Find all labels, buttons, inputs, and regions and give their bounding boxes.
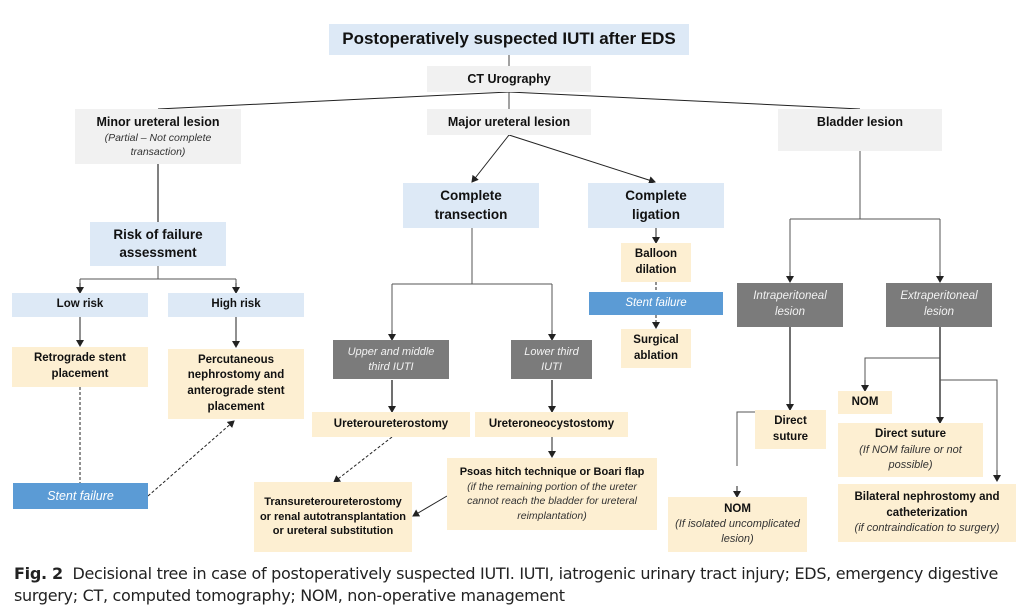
- un-title: Ureteroneocystostomy: [488, 417, 615, 430]
- bilateral-nephrostomy-node: Bilateral nephrostomy and catheterizatio…: [838, 484, 1016, 542]
- high-risk-title: High risk: [211, 298, 261, 311]
- nom-extra-node: NOM: [838, 391, 892, 414]
- risk-title: Risk of failure assessment: [113, 226, 203, 260]
- stent-failure-mid-node[interactable]: Stent failure: [589, 292, 723, 315]
- complete-ligation-node: Complete ligation: [588, 183, 724, 228]
- edge-extra-nom-path: [864, 357, 940, 383]
- figure-caption: Fig. 2 Decisional tree in case of postop…: [14, 563, 1014, 607]
- root-node: Postoperatively suspected IUTI after EDS: [329, 24, 689, 55]
- complete-transection-node: Complete transection: [403, 183, 539, 228]
- bilateral-title: Bilateral nephrostomy and catheterizatio…: [854, 491, 1000, 519]
- minor-lesion-node: Minor ureteral lesion (Partial – Not com…: [75, 109, 241, 164]
- extraperitoneal-title: Extraperitoneal lesion: [900, 290, 978, 318]
- extraperitoneal-node: Extraperitoneal lesion: [886, 283, 992, 327]
- retrograde-stent-node: Retrograde stent placement: [12, 347, 148, 387]
- stent-failure-left-node[interactable]: Stent failure: [13, 483, 148, 509]
- edge-ct-minor: [157, 91, 510, 110]
- risk-assessment-node: Risk of failure assessment: [90, 222, 226, 266]
- nom-intra-title: NOM: [724, 502, 751, 515]
- retrograde-title: Retrograde stent placement: [33, 352, 127, 380]
- edge-stentfail-percutaneous: [147, 420, 235, 497]
- percutaneous-title: Percutaneous nephrostomy and anterograde…: [187, 353, 285, 413]
- stent-failure-mid-title: Stent failure: [625, 296, 687, 309]
- balloon-dilation-node: Balloon dilation: [621, 243, 691, 282]
- edge-uu-transuretero: [333, 436, 393, 483]
- bladder-lesion-node: Bladder lesion: [778, 109, 942, 151]
- edge-major-transection: [471, 134, 510, 183]
- intraperitoneal-title: Intraperitoneal lesion: [753, 290, 827, 318]
- minor-subtitle: (Partial – Not complete transaction): [104, 131, 212, 158]
- upper-middle-title: Upper and middle third IUTI: [347, 345, 435, 373]
- surgical-ablation-title: Surgical ablation: [633, 333, 679, 362]
- ligation-title: Complete ligation: [625, 188, 687, 222]
- direct-suture-extra-node: Direct suture (If NOM failure or not pos…: [838, 423, 983, 477]
- nom-intra-subtitle: (If isolated uncomplicated lesion): [675, 518, 800, 546]
- edge-major-ligation: [508, 134, 656, 184]
- stent-failure-left-title: Stent failure: [47, 488, 114, 503]
- direct-suture-intra-node: Direct suture: [755, 410, 826, 449]
- bladder-title: Bladder lesion: [816, 115, 904, 129]
- balloon-title: Balloon dilation: [634, 247, 678, 276]
- caption-label: Fig. 2: [14, 564, 63, 583]
- bilateral-subtitle: (if contraindication to surgery): [854, 522, 1000, 535]
- direct-suture-intra-title: Direct suture: [772, 414, 809, 443]
- major-title: Major ureteral lesion: [447, 114, 571, 129]
- transection-title: Complete transection: [434, 188, 508, 222]
- direct-suture-extra-subtitle: (If NOM failure or not possible): [859, 443, 962, 471]
- intraperitoneal-node: Intraperitoneal lesion: [737, 283, 843, 327]
- edge-ct-bladder: [508, 91, 861, 110]
- ct-title: CT Urography: [467, 71, 551, 86]
- percutaneous-node: Percutaneous nephrostomy and anterograde…: [168, 349, 304, 419]
- transuretero-title: Transureteroureterostomy or renal autotr…: [259, 495, 407, 538]
- edge-risk-split: [79, 266, 237, 293]
- upper-middle-third-node: Upper and middle third IUTI: [333, 340, 449, 379]
- psoas-title: Psoas hitch technique or Boari flap: [459, 466, 645, 479]
- nom-intra-node: NOM (If isolated uncomplicated lesion): [668, 497, 807, 552]
- major-lesion-node: Major ureteral lesion: [427, 109, 591, 135]
- lower-third-title: Lower third IUTI: [524, 345, 579, 373]
- caption-text: Decisional tree in case of postoperative…: [14, 564, 999, 605]
- transuretero-node: Transureteroureterostomy or renal autotr…: [254, 482, 412, 552]
- lower-third-node: Lower third IUTI: [511, 340, 592, 379]
- nom-extra-title: NOM: [851, 395, 879, 408]
- edge-bladder-split: [789, 151, 941, 282]
- low-risk-title: Low risk: [56, 298, 104, 311]
- high-risk-node: High risk: [168, 293, 304, 317]
- ureteroureterostomy-node: Ureteroureterostomy: [312, 412, 470, 437]
- low-risk-node: Low risk: [12, 293, 148, 317]
- edge-psoas-transuretero: [412, 495, 448, 517]
- ct-urography-node: CT Urography: [427, 66, 591, 92]
- psoas-hitch-node: Psoas hitch technique or Boari flap (if …: [447, 458, 657, 530]
- direct-suture-extra-title: Direct suture: [875, 428, 946, 441]
- psoas-subtitle: (if the remaining portion of the ureter …: [467, 481, 637, 522]
- minor-title: Minor ureteral lesion: [96, 114, 220, 129]
- uu-title: Ureteroureterostomy: [333, 417, 449, 430]
- root-title: Postoperatively suspected IUTI after EDS: [342, 29, 676, 49]
- ureteroneocystostomy-node: Ureteroneocystostomy: [475, 412, 628, 437]
- edge-transection-split: [391, 228, 553, 340]
- surgical-ablation-node: Surgical ablation: [621, 329, 691, 368]
